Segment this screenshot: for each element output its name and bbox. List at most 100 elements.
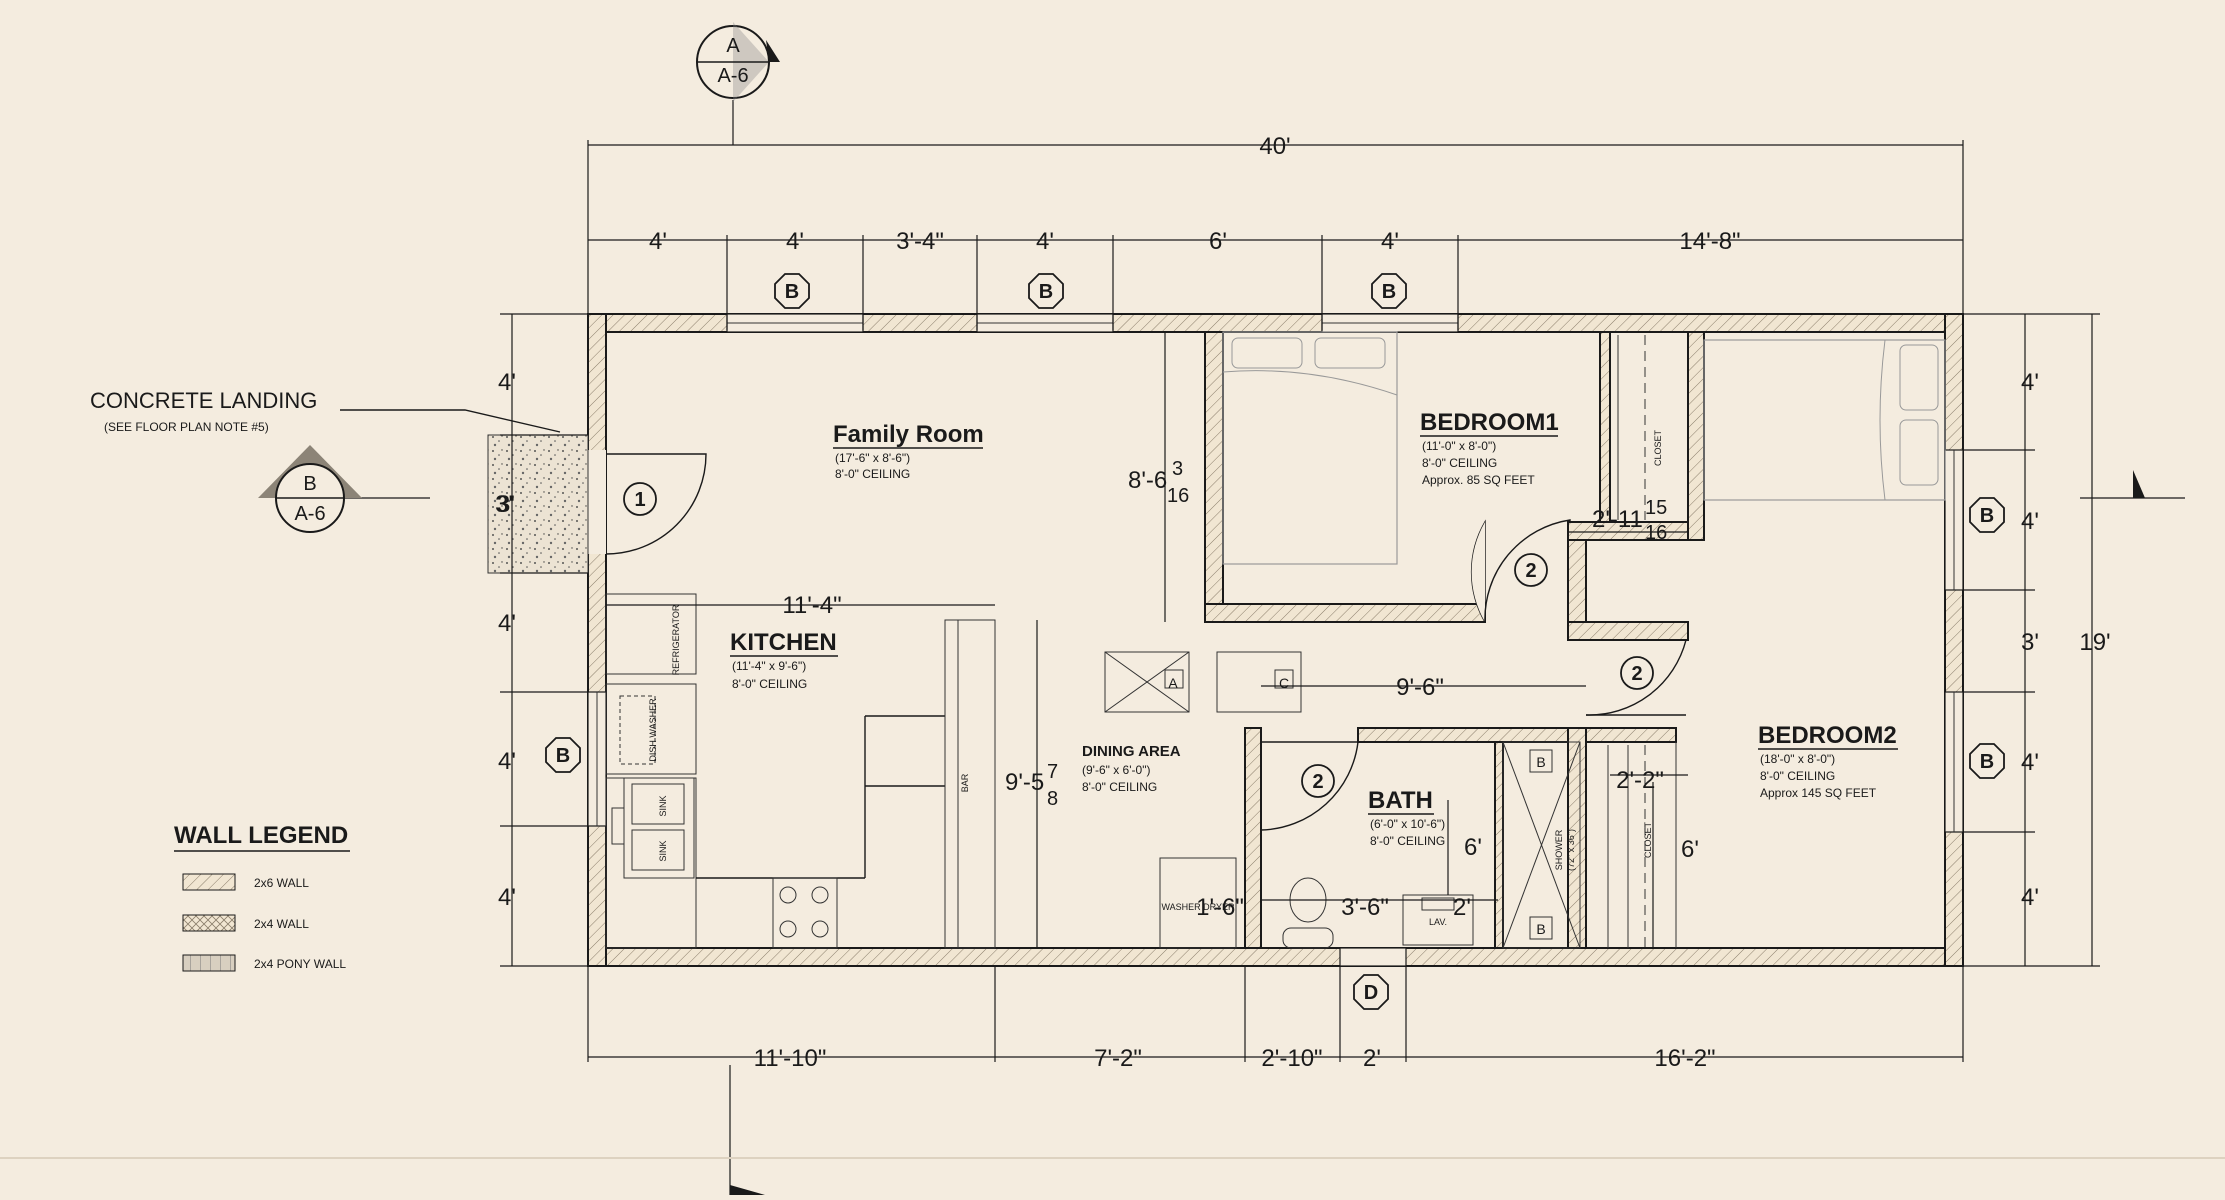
bedroom2-name: BEDROOM2	[1758, 722, 1897, 749]
closet-width-dim: 2'-11	[1592, 506, 1643, 533]
shower-size-label: (72" x 36")	[1566, 829, 1576, 871]
svg-text:1: 1	[634, 489, 645, 511]
shower-label: SHOWER	[1554, 829, 1564, 870]
window-tag-b: B	[1371, 273, 1407, 309]
left-dim-4: 4'	[498, 748, 516, 775]
landing-dim: 3'	[495, 491, 513, 518]
section-marker-left: B A-6	[258, 445, 362, 533]
family-height-frac-num: 3	[1172, 458, 1183, 480]
entry-opening	[588, 450, 606, 554]
bedroom2-door	[1585, 639, 1687, 716]
lavatory	[1402, 894, 1474, 946]
room-label-bath: BATH (6'-0" x 10'-6") 8'-0" CEILING	[1368, 787, 1445, 848]
door-tag-2: 2	[1301, 764, 1335, 798]
door-tag-2: 2	[1620, 656, 1654, 690]
svg-text:2: 2	[1631, 663, 1642, 685]
bottom-dim-3: 2'-10"	[1261, 1045, 1322, 1072]
door-tag-1: 1	[623, 482, 657, 516]
legend-item-2x4: 2x4 WALL	[254, 917, 309, 931]
closet-frac-den: 16	[1645, 522, 1667, 544]
legend-item-2x6: 2x6 WALL	[254, 876, 309, 890]
kitchen-width-dim: 11'-4"	[782, 592, 841, 619]
svg-text:B: B	[1980, 505, 1994, 527]
left-dim-2: 3'	[497, 491, 515, 518]
right-dim-4: 4'	[2021, 749, 2039, 776]
box-tag-a: A	[1168, 675, 1178, 691]
dimension-lines	[330, 100, 2185, 1195]
bedroom1-closet-label: CLOSET	[1653, 429, 1663, 466]
bed2-closet-dim: 2'-2"	[1616, 767, 1664, 794]
bedroom1-size: (11'-0" x 8'-0")	[1422, 439, 1496, 453]
legend-swatch-pony	[182, 954, 236, 972]
legend-swatch-2x6	[182, 873, 236, 891]
bath-name: BATH	[1368, 787, 1433, 814]
section-top-sheet: A-6	[717, 65, 748, 87]
left-window	[587, 691, 607, 827]
door-d-opening	[1339, 947, 1407, 967]
bedroom1-ceiling: 8'-0" CEILING	[1422, 456, 1497, 470]
left-dim-5: 4'	[498, 884, 516, 911]
left-dim-1: 4'	[498, 369, 516, 396]
bedroom1-area: Approx. 85 SQ FEET	[1422, 473, 1535, 487]
dining-name: DINING AREA	[1082, 743, 1181, 760]
svg-text:B: B	[1980, 751, 1994, 773]
bedroom1-closet	[1617, 335, 1646, 520]
bedroom2-closet	[1607, 742, 1677, 948]
window-tag-b: B	[1969, 497, 2005, 533]
top-windows	[726, 313, 1459, 333]
bedroom1-name: BEDROOM1	[1420, 409, 1559, 436]
bath-right-dim: 2'	[1453, 894, 1471, 921]
legend-item-pony: 2x4 PONY WALL	[254, 957, 346, 971]
section-left-letter: B	[303, 473, 316, 495]
top-dim-7: 14'-8"	[1679, 228, 1740, 255]
sink-label-1: SINK	[658, 795, 668, 816]
room-label-bedroom1: BEDROOM1 (11'-0" x 8'-0") 8'-0" CEILING …	[1420, 409, 1559, 487]
door-tag-d: D	[1353, 974, 1389, 1010]
bath-door	[1260, 741, 1359, 831]
kitchen-height-frac-num: 7	[1047, 761, 1058, 783]
bottom-dim-2: 7'-2"	[1094, 1045, 1142, 1072]
svg-text:2: 2	[1312, 771, 1323, 793]
closet-frac-num: 15	[1645, 497, 1667, 519]
dishwasher-label: DISH WASHER	[648, 698, 658, 762]
svg-text:2: 2	[1525, 560, 1536, 582]
entry-door	[605, 453, 707, 555]
bath-size: (6'-0" x 10'-6")	[1370, 817, 1445, 831]
bath-mid-dim: 3'-6"	[1341, 894, 1389, 921]
shower	[1502, 741, 1581, 949]
bottom-dim-5: 16'-2"	[1654, 1045, 1715, 1072]
section-arrow-right	[2133, 470, 2145, 498]
bottom-dim-1: 11'-10"	[754, 1045, 827, 1072]
window-tag-b: B	[1969, 743, 2005, 779]
top-dim-4: 4'	[1036, 228, 1054, 255]
family-height-frac-den: 16	[1167, 485, 1189, 507]
bar-label: BAR	[960, 773, 970, 792]
door-tags: 1 2 2 2	[623, 482, 1654, 798]
family-room-size: (17'-6" x 8'-6")	[835, 451, 910, 465]
top-dim-1: 4'	[649, 228, 667, 255]
svg-text:B: B	[785, 281, 799, 303]
dining-size: (9'-6" x 6'-0")	[1082, 763, 1150, 777]
kitchen-ceiling: 8'-0" CEILING	[732, 677, 807, 691]
kitchen-height-dim: 9'-5	[1005, 769, 1044, 796]
room-label-bedroom2: BEDROOM2 (18'-0" x 8'-0") 8'-0" CEILING …	[1758, 722, 1898, 800]
top-dim-6: 4'	[1381, 228, 1399, 255]
top-dim-3: 3'-4"	[896, 228, 944, 255]
fixture-labels: REFRIGERATOR DISH WASHER SINK SINK BAR W…	[648, 429, 1663, 927]
door-tag-2: 2	[1514, 553, 1548, 587]
box-tag-c: C	[1279, 675, 1289, 691]
landing-label: CONCRETE LANDING	[90, 388, 317, 413]
refrigerator-label: REFRIGERATOR	[671, 604, 681, 675]
bath-vertical-dim: 6'	[1464, 834, 1482, 861]
bath-width-dim: 9'-6"	[1396, 674, 1444, 701]
bedroom2-closet-label: CLOSET	[1643, 821, 1653, 858]
bed2-closet-height-dim: 6'	[1681, 836, 1699, 863]
dining-boxes	[1104, 651, 1302, 713]
top-dim-2: 4'	[786, 228, 804, 255]
right-dim-1: 4'	[2021, 369, 2039, 396]
sink-label-2: SINK	[658, 840, 668, 861]
bedroom1-bed	[1222, 331, 1398, 565]
overall-width-label: 40'	[1259, 133, 1290, 160]
lav-label: LAV.	[1429, 917, 1447, 927]
